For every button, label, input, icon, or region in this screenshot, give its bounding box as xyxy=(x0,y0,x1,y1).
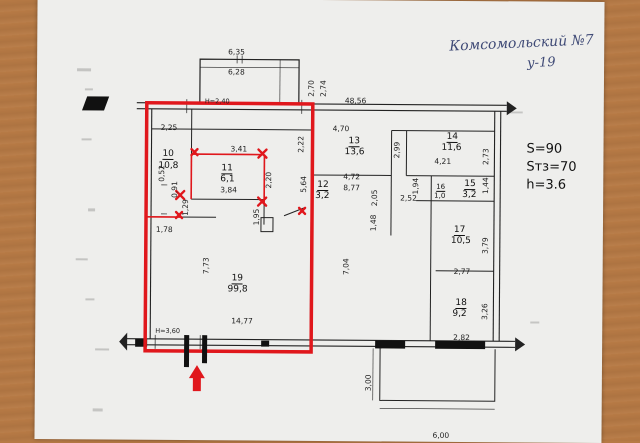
dim-label: 2,73 xyxy=(481,148,490,165)
room-area: 13,6 xyxy=(344,147,364,157)
room-number: 12 xyxy=(317,180,329,190)
room-area: 6,1 xyxy=(220,174,234,184)
ceiling-height-note: h=3.6 xyxy=(526,177,566,192)
room-area: 10,8 xyxy=(158,161,178,171)
room-number: 11 xyxy=(221,163,233,173)
floor-plan-sheet: Комсомольский №7 у-19 xyxy=(34,0,604,443)
dim-label: 0,91 xyxy=(170,181,179,198)
dim-label: 2,99 xyxy=(392,142,401,159)
dim-label: 1,78 xyxy=(156,225,173,234)
thick-walls xyxy=(80,96,487,349)
room-number: 10 xyxy=(162,149,174,159)
room-area: 3,2 xyxy=(315,191,329,201)
room-number: 14 xyxy=(447,132,459,142)
tz-area-note: Sтз=70 xyxy=(526,159,576,174)
dim-label: 6,35 xyxy=(228,47,245,56)
dim-label: 3,79 xyxy=(481,237,490,254)
room-area: 99,8 xyxy=(227,284,247,294)
room-number: 13 xyxy=(349,136,361,146)
dim-label: 1,94 xyxy=(411,178,420,195)
dim-label: 2,05 xyxy=(370,190,379,207)
room-area: 10,5 xyxy=(451,236,471,246)
dim-label: 2,52 xyxy=(400,194,417,203)
dim-label: H=3,60 xyxy=(155,327,180,335)
dim-label: 7,73 xyxy=(201,257,210,274)
dim-label: 2,74 xyxy=(319,80,328,97)
dim-label: 1,29 xyxy=(181,199,190,216)
dim-label: 3,00 xyxy=(364,374,373,391)
dim-label: 7,04 xyxy=(341,258,350,275)
room-number: 19 xyxy=(232,273,244,283)
dim-label: 3,84 xyxy=(220,185,237,194)
room-area: 3,2 xyxy=(462,190,476,200)
dim-label: 4,72 xyxy=(343,172,360,181)
dim-label: 1,95 xyxy=(252,209,261,226)
room-number: 18 xyxy=(455,298,467,308)
x-mark-icon xyxy=(176,149,305,219)
dim-label: 14,77 xyxy=(231,316,253,325)
dim-label: 2,25 xyxy=(161,123,178,132)
room-area: 9,2 xyxy=(452,309,466,319)
total-area-note: S=90 xyxy=(526,141,562,156)
dim-label: 1,48 xyxy=(369,214,378,231)
dim-label: 8,77 xyxy=(343,183,360,192)
dim-label: 2,77 xyxy=(454,267,471,276)
room-number: 17 xyxy=(454,225,466,235)
dim-label: H=2,40 xyxy=(205,97,230,105)
dim-label: 4,70 xyxy=(333,124,350,133)
dim-label: 6,00 xyxy=(432,431,449,440)
dim-label: 6,28 xyxy=(228,67,245,76)
room-number: 16 xyxy=(436,183,445,191)
dim-label: 4,21 xyxy=(434,157,451,166)
bottom-annex xyxy=(373,348,495,409)
dim-label: 2,70 xyxy=(307,80,316,97)
dim-label: 48,56 xyxy=(345,96,367,105)
floor-plan-drawing xyxy=(34,0,604,443)
up-arrow-icon xyxy=(189,365,205,391)
dim-label: 3,41 xyxy=(230,144,247,153)
dim-label: 2,20 xyxy=(264,172,273,189)
dim-label: 1,44 xyxy=(481,177,490,194)
dim-label: 3,26 xyxy=(480,303,489,320)
dim-label: 2,22 xyxy=(296,136,305,153)
room-area: 1,0 xyxy=(434,192,445,200)
room-number: 15 xyxy=(464,179,476,189)
dim-label: 2,82 xyxy=(453,333,470,342)
room-area: 11,6 xyxy=(441,143,461,153)
dim-label: 5,64 xyxy=(299,176,308,193)
